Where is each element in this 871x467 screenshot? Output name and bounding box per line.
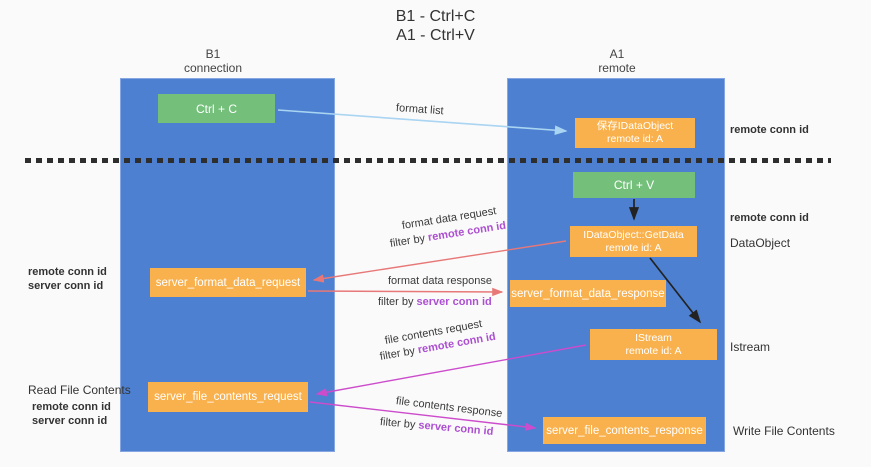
- diagram-title: B1 - Ctrl+C A1 - Ctrl+V: [0, 7, 871, 45]
- file-contents-response-label: file contents response: [395, 395, 503, 420]
- save-idataobject-box: 保存IDataObject remote id: A: [575, 118, 695, 148]
- filter-by-text: filter by: [379, 416, 416, 432]
- server-file-contents-request-label: server_file_contents_request: [154, 391, 302, 403]
- read-file-contents-label: Read File Contents: [28, 383, 131, 397]
- left-server-conn-id-label-2: server conn id: [32, 415, 108, 427]
- istream-line1: IStream: [635, 331, 672, 344]
- file-contents-response-filter-label: filter by server conn id: [379, 416, 493, 438]
- server-file-contents-response-label: server_file_contents_response: [546, 424, 703, 437]
- istream-box: IStream remote id: A: [590, 329, 717, 360]
- save-idataobject-line1: 保存IDataObject: [596, 120, 674, 132]
- format-list-label: format list: [395, 102, 444, 118]
- filter-by-text: filter by: [378, 296, 414, 308]
- format-data-response-filter-label: filter by server conn id: [378, 296, 492, 308]
- server-format-data-response-label: server_format_data_response: [511, 287, 665, 300]
- istream-line2: remote id: A: [625, 344, 682, 357]
- column-header-a1: A1 remote: [552, 47, 682, 75]
- left-server-conn-id-label-1: server conn id: [28, 280, 104, 292]
- right-remote-conn-id-label-mid: remote conn id: [730, 212, 809, 224]
- column-b1-name: B1: [205, 47, 221, 61]
- server-conn-id-text: server conn id: [417, 419, 494, 438]
- ctrl-c-label: Ctrl + C: [195, 101, 237, 116]
- column-a1-role: remote: [598, 61, 636, 75]
- dataobject-label: DataObject: [730, 236, 791, 250]
- column-header-b1: B1 connection: [148, 47, 278, 75]
- filter-by-text: filter by: [389, 232, 426, 250]
- ctrl-c-box: Ctrl + C: [158, 94, 275, 123]
- server-format-data-response-box: server_format_data_response: [510, 280, 666, 307]
- ctrl-v-label: Ctrl + V: [613, 178, 655, 192]
- server-file-contents-request-box: server_file_contents_request: [148, 382, 308, 412]
- getdata-line1: IDataObject::GetData: [583, 228, 684, 241]
- server-format-data-request-box: server_format_data_request: [150, 268, 306, 297]
- filter-by-text: filter by: [378, 344, 416, 363]
- column-b1-role: connection: [183, 61, 243, 75]
- format-data-response-arrow: [307, 287, 504, 297]
- title-line-2: A1 - Ctrl+V: [396, 27, 475, 44]
- column-a1-name: A1: [609, 47, 625, 61]
- ctrl-v-box: Ctrl + V: [573, 172, 695, 198]
- left-remote-conn-id-label-2: remote conn id: [32, 401, 111, 413]
- istream-side-label: Istream: [730, 340, 771, 354]
- left-remote-conn-id-label-1: remote conn id: [28, 266, 107, 278]
- save-idataobject-line2: remote id: A: [606, 133, 664, 145]
- server-format-data-request-label: server_format_data_request: [155, 276, 301, 289]
- idataobject-getdata-box: IDataObject::GetData remote id: A: [570, 226, 697, 257]
- server-file-contents-response-box: server_file_contents_response: [543, 417, 706, 444]
- format-data-response-label: format data response: [388, 275, 492, 287]
- getdata-line2: remote id: A: [605, 241, 662, 254]
- server-conn-id-text: server conn id: [416, 296, 492, 308]
- dashed-separator-line: [25, 158, 831, 163]
- title-line-1: B1 - Ctrl+C: [395, 8, 476, 25]
- right-remote-conn-id-label-top: remote conn id: [730, 124, 809, 136]
- write-file-contents-label: Write File Contents: [733, 424, 835, 438]
